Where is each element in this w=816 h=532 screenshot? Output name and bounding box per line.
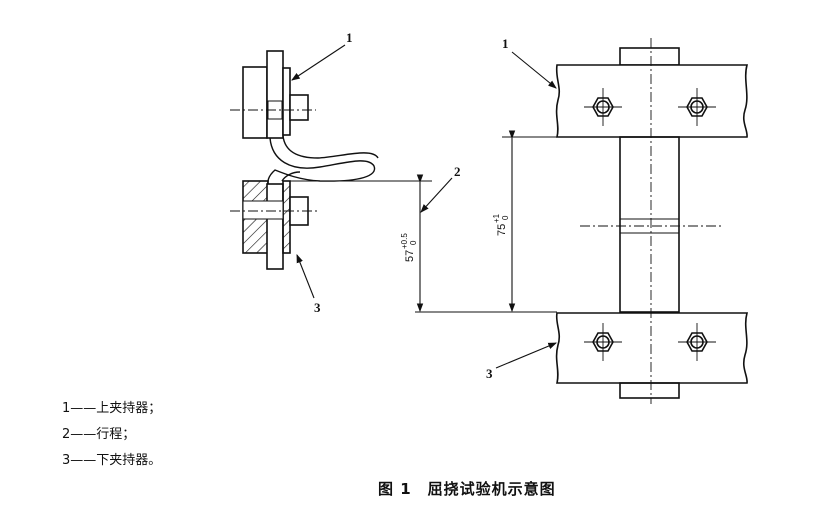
- specimen-edge: [281, 171, 301, 182]
- hex-bolt-icon: [584, 323, 622, 361]
- legend-item: 2——行程；: [62, 422, 161, 448]
- legend-number: 2: [62, 427, 71, 442]
- gap-upper-tolerance: +1: [492, 213, 501, 223]
- callout-3-right: 3: [486, 366, 493, 381]
- lower-clamp-side-view: [230, 180, 320, 270]
- gap-dimension: [502, 130, 557, 313]
- figure-title: 屈挠试验机示意图: [427, 480, 556, 498]
- hex-bolt-icon: [678, 88, 716, 126]
- legend-separator: ——: [70, 453, 97, 468]
- legend-text: 上夹持器；: [96, 401, 162, 416]
- legend-number: 1: [62, 401, 71, 416]
- lower-clamp-bar: [555, 312, 749, 384]
- stroke-dimension-label: 57 +0.5 0: [400, 233, 418, 262]
- legend-separator: ——: [70, 427, 97, 442]
- specimen: [267, 137, 376, 191]
- upper-clamp-bar: [555, 64, 749, 138]
- stroke-dimension: [290, 174, 557, 313]
- callout-1-left: 1: [346, 30, 353, 45]
- callout-2: 2: [454, 164, 461, 179]
- callout-3-left: 3: [314, 300, 321, 315]
- hex-bolt-icon: [584, 88, 622, 126]
- gap-dimension-value: 75: [496, 224, 508, 236]
- legend-separator: ——: [70, 401, 97, 416]
- stroke-lower-tolerance: 0: [409, 240, 418, 245]
- gap-dimension-label: 75 +1 0: [492, 213, 510, 236]
- legend-item: 3——下夹持器。: [62, 448, 161, 474]
- legend-item: 1——上夹持器；: [62, 396, 161, 422]
- stroke-upper-tolerance: +0.5: [400, 233, 409, 249]
- legend: 1——上夹持器； 2——行程； 3——下夹持器。: [62, 396, 161, 474]
- specimen-strip: [619, 136, 680, 313]
- front-view: [555, 38, 749, 404]
- figure-number: 图 1: [378, 480, 412, 498]
- legend-number: 3: [62, 453, 71, 468]
- figure-caption: 图 1 屈挠试验机示意图: [378, 478, 556, 499]
- legend-text: 行程；: [96, 427, 136, 442]
- hex-bolt-icon: [678, 323, 716, 361]
- gap-lower-tolerance: 0: [501, 215, 510, 220]
- stroke-dimension-value: 57: [404, 250, 416, 262]
- callout-1-right: 1: [502, 36, 509, 51]
- leader-lines: [291, 44, 558, 369]
- legend-text: 下夹持器。: [96, 453, 162, 468]
- upper-clamp-side-view: [230, 50, 316, 139]
- specimen-edge: [282, 135, 379, 159]
